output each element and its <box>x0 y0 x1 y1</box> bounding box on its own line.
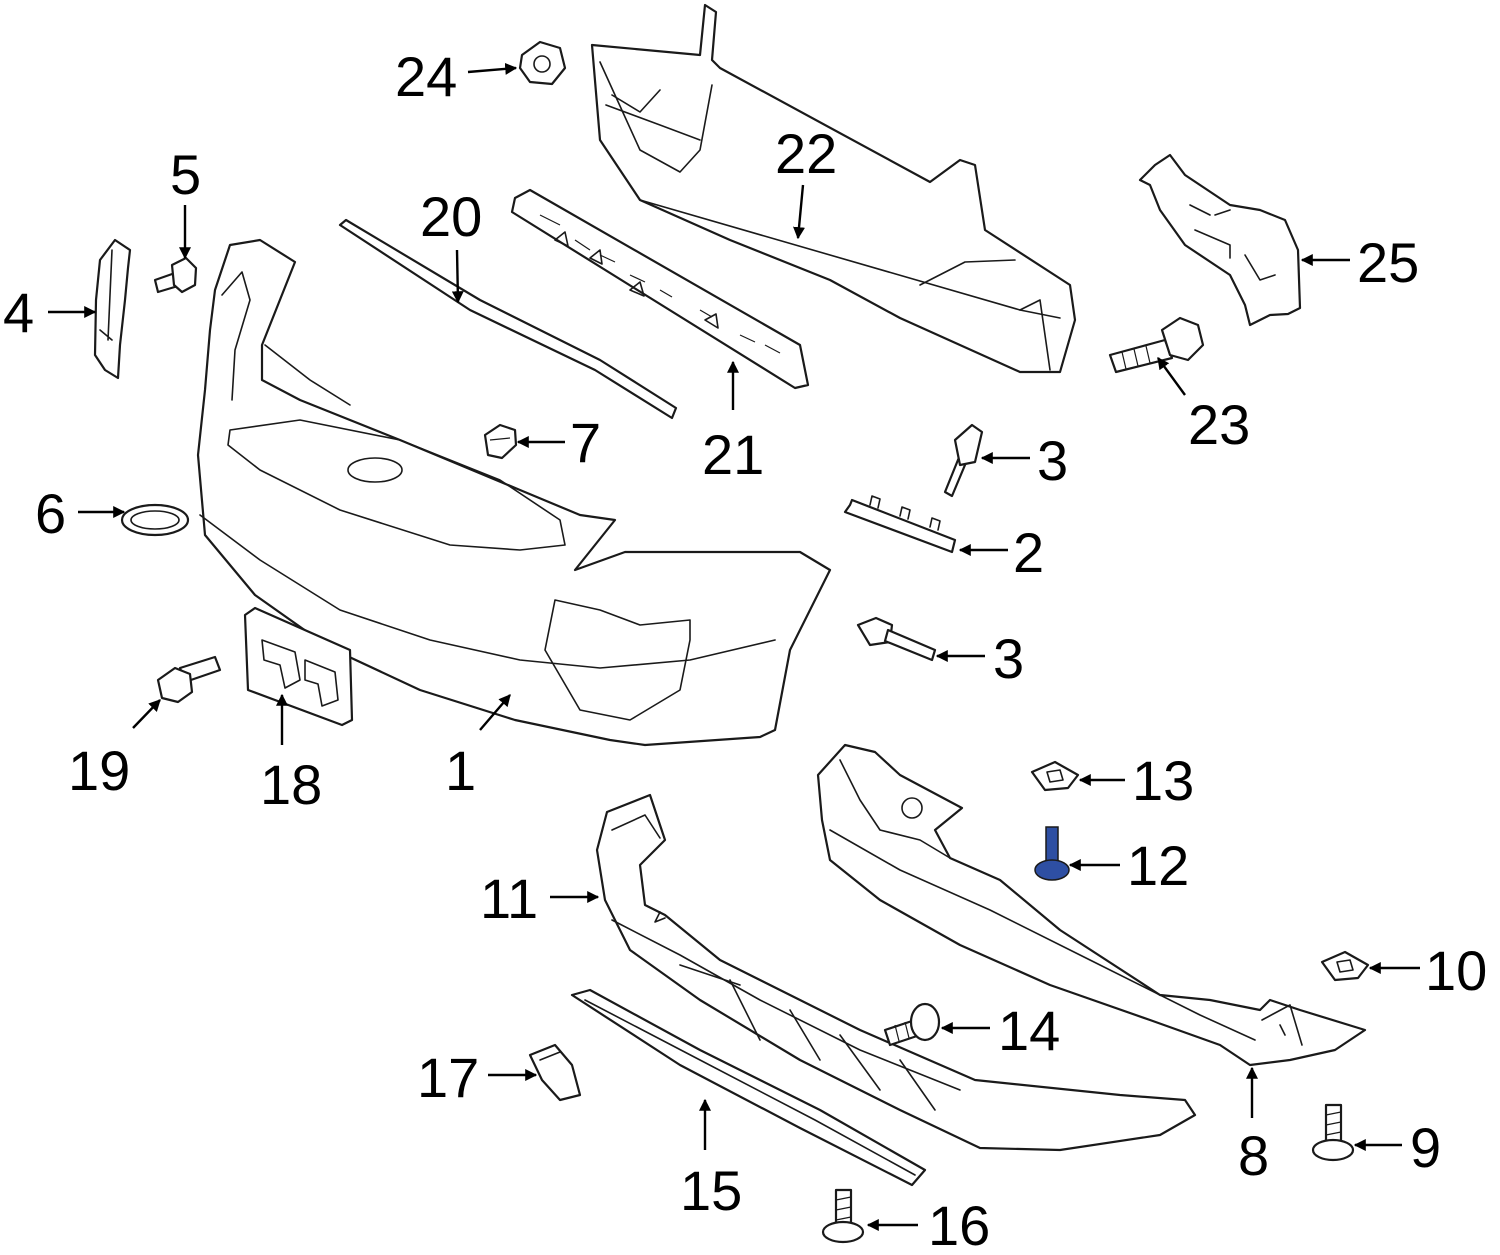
part-19-bolt <box>156 655 222 704</box>
part-22-reinforcement-beam <box>590 3 1077 374</box>
callout-9: 9 <box>1410 1116 1441 1179</box>
part-21-absorber <box>510 188 810 390</box>
leader-24 <box>467 62 518 75</box>
part-15-deflector-strip <box>570 988 927 1187</box>
callout-22: 22 <box>775 122 837 185</box>
callout-20: 20 <box>420 185 482 248</box>
part-3-rivet-upper <box>943 423 984 498</box>
part-6-ring <box>120 503 190 537</box>
part-17-clip <box>528 1043 582 1102</box>
part-4-bracket <box>93 238 132 380</box>
callout-15: 15 <box>680 1159 742 1222</box>
part-23-bolt <box>1108 316 1205 374</box>
callout-8: 8 <box>1238 1124 1269 1187</box>
part-10-clip-nut <box>1320 950 1370 982</box>
part-11-lower-panel <box>595 793 1197 1152</box>
callout-16: 16 <box>928 1194 990 1255</box>
part-2-strip <box>843 495 957 554</box>
callout-3-lower: 3 <box>993 627 1024 690</box>
callout-2: 2 <box>1013 521 1044 584</box>
part-3-rivet-lower <box>856 616 937 662</box>
callout-3-upper: 3 <box>1037 429 1068 492</box>
part-8-lower-deflector <box>816 743 1367 1067</box>
callout-4: 4 <box>3 281 34 344</box>
callout-6: 6 <box>35 482 66 545</box>
leader-23 <box>1157 357 1186 396</box>
callout-19: 19 <box>68 739 130 802</box>
callout-21: 21 <box>702 423 764 486</box>
callout-18: 18 <box>260 753 322 816</box>
callout-25: 25 <box>1357 231 1419 294</box>
callout-1: 1 <box>445 739 476 802</box>
part-1-bumper-cover <box>196 238 832 747</box>
callout-17: 17 <box>417 1046 479 1109</box>
leader-lines <box>48 62 1420 1231</box>
part-25-bracket <box>1138 153 1302 327</box>
part-18-plate-bracket <box>243 606 354 727</box>
part-16-bolt <box>821 1188 865 1244</box>
callout-11: 11 <box>480 867 538 930</box>
leader-1 <box>479 694 511 731</box>
part-9-bolt <box>1311 1103 1355 1162</box>
part-5-screw <box>153 256 198 294</box>
part-14-screw <box>883 1002 941 1047</box>
leader-22 <box>793 184 805 240</box>
callout-10: 10 <box>1425 939 1487 1002</box>
callout-23: 23 <box>1188 393 1250 456</box>
part-12-bolt-highlighted <box>1034 826 1070 881</box>
callout-7: 7 <box>570 411 601 474</box>
callout-12: 12 <box>1127 834 1189 897</box>
part-20-strip <box>338 218 678 420</box>
part-24-nut <box>518 40 567 86</box>
callout-13: 13 <box>1132 749 1194 812</box>
part-7-push-clip <box>483 423 518 460</box>
callout-5: 5 <box>170 143 201 206</box>
leader-19 <box>132 699 161 729</box>
part-13-clip-nut <box>1030 760 1080 792</box>
callout-labels: 24 22 25 20 5 4 23 21 7 3 6 2 3 18 19 1 … <box>3 45 1487 1255</box>
callout-24: 24 <box>395 45 457 108</box>
callout-14: 14 <box>998 999 1060 1062</box>
leader-20 <box>451 249 464 304</box>
